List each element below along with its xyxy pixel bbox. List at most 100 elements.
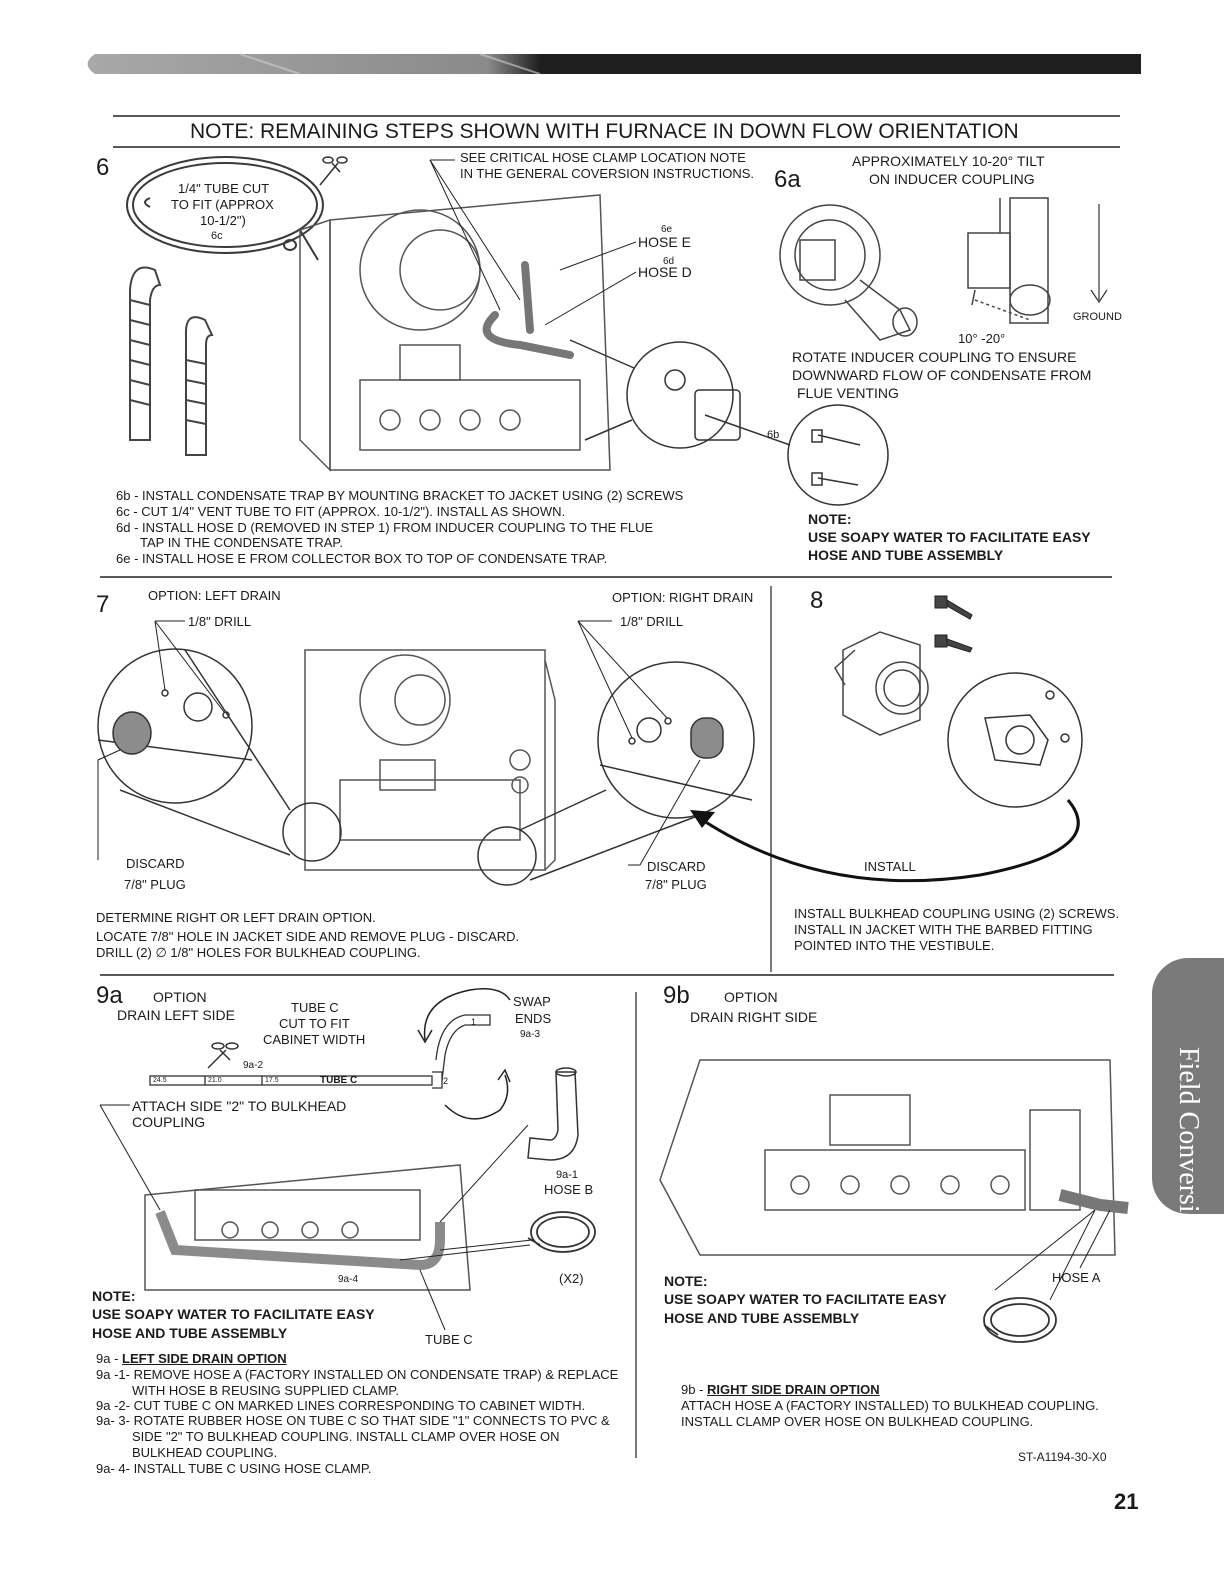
instruction-line: POINTED INTO THE VESTIBULE.: [794, 938, 995, 953]
instruction-line: LOCATE 7/8" HOLE IN JACKET SIDE AND REMO…: [96, 929, 520, 944]
discard-left-line: 7/8" PLUG: [124, 877, 186, 892]
bulkhead-coupling-drawing: [834, 631, 929, 736]
heading-text: RIGHT SIDE DRAIN OPTION: [707, 1382, 880, 1397]
tube-c-label: TUBE C: [425, 1332, 473, 1347]
drill-right-label: 1/8" DRILL: [620, 614, 684, 629]
install-label: INSTALL: [864, 859, 916, 874]
heading-prefix: 9a -: [96, 1351, 123, 1366]
screws-detail-circle: [787, 404, 889, 506]
angle-label: 10° -20°: [958, 331, 1006, 346]
cut-ref: 9a-2: [243, 1060, 264, 1071]
header-bar: [87, 54, 1141, 74]
tube-callout-line: 1/4" TUBE CUT: [178, 181, 270, 196]
right-drain-detail: [477, 661, 755, 886]
doc-code: ST-A1194-30-X0: [1018, 1450, 1107, 1464]
instruction-line: INSTALL BULKHEAD COUPLING USING (2) SCRE…: [794, 906, 1120, 921]
note-line: USE SOAPY WATER TO FACILITATE EASY: [808, 529, 1091, 545]
scissors-icon-6: [319, 156, 348, 186]
step-9b-number: 9b: [663, 982, 690, 1009]
instruction-line: 6d - INSTALL HOSE D (REMOVED IN STEP 1) …: [116, 520, 654, 535]
page-note-title: NOTE: REMAINING STEPS SHOWN WITH FURNACE…: [190, 120, 1019, 143]
page-number: 21: [1114, 1489, 1139, 1514]
note-line: USE SOAPY WATER TO FACILITATE EASY: [92, 1306, 375, 1322]
tube-c-installed: [155, 1210, 445, 1271]
hose-d-ref: 6d: [663, 256, 675, 267]
clamp-qty: (X2): [559, 1271, 584, 1286]
ground-arrow-icon: [1090, 204, 1108, 304]
instruction-line: BULKHEAD COUPLING.: [132, 1445, 278, 1460]
section-tab: [1152, 958, 1224, 1214]
step-9b-option-desc: DRAIN RIGHT SIDE: [690, 1009, 818, 1025]
install-arrow: [694, 799, 1080, 883]
left-drain-detail: [97, 648, 342, 862]
hose-e-label: HOSE E: [638, 234, 691, 250]
step-8-number: 8: [810, 587, 824, 614]
instruction-line: TAP IN THE CONDENSATE TRAP.: [140, 535, 343, 550]
note-line: HOSE AND TUBE ASSEMBLY: [92, 1325, 288, 1341]
right-drain-option: OPTION: RIGHT DRAIN: [612, 590, 754, 605]
tube-c-note-line: CABINET WIDTH: [263, 1032, 366, 1047]
instruction-line: 9a -2- CUT TUBE C ON MARKED LINES CORRES…: [96, 1398, 586, 1413]
trap-detail-circle: [569, 339, 791, 449]
step-7-number: 7: [96, 591, 110, 618]
coupling-side-drawing: [967, 197, 1051, 324]
instruction-line: DETERMINE RIGHT OR LEFT DRAIN OPTION.: [96, 910, 376, 925]
left-drain-option: OPTION: LEFT DRAIN: [148, 588, 281, 603]
furnace-drawing-6: [299, 194, 611, 472]
furnace-drawing-9a: [144, 1164, 471, 1291]
discard-left-line: DISCARD: [126, 856, 185, 871]
install-arrowhead: [690, 810, 715, 828]
tube-callout-line: TO FIT (APPROX: [171, 197, 274, 212]
left-plug: [112, 711, 152, 755]
instruction-line: 6b - INSTALL CONDENSATE TRAP BY MOUNTING…: [116, 488, 684, 503]
drill-left-label: 1/8" DRILL: [188, 614, 252, 629]
rotate-line: DOWNWARD FLOW OF CONDENSATE FROM: [792, 367, 1092, 383]
swap-ref: 9a-3: [520, 1029, 541, 1040]
furnace-drawing-7: [304, 649, 556, 871]
ruler-mark: 21.0: [208, 1077, 222, 1084]
attach-line: COUPLING: [132, 1114, 206, 1130]
tube-c-note-line: TUBE C: [291, 1000, 339, 1015]
right-plug: [690, 717, 724, 759]
furnace-drawing-9b: [659, 1059, 1116, 1256]
step-9b-heading: 9b - RIGHT SIDE DRAIN OPTION: [681, 1382, 880, 1397]
instruction-line: 9a -1- REMOVE HOSE A (FACTORY INSTALLED …: [96, 1367, 619, 1382]
heading-prefix: 9b -: [681, 1382, 708, 1397]
tilt-line: APPROXIMATELY 10-20° TILT: [852, 153, 1045, 169]
ground-label: GROUND: [1073, 311, 1122, 323]
ruler-label: TUBE C: [320, 1075, 358, 1086]
note-label: NOTE:: [808, 511, 852, 527]
hose-b-ref: 9a-1: [556, 1169, 579, 1181]
swap-line: SWAP: [513, 994, 551, 1009]
instruction-line: INSTALL CLAMP OVER HOSE ON BULKHEAD COUP…: [681, 1414, 1034, 1429]
swap-arrows: [417, 988, 511, 1120]
step-9b-option: OPTION: [724, 989, 778, 1005]
hose-e-ref: 6e: [661, 224, 673, 235]
step-6-number: 6: [96, 154, 110, 181]
hose-e-d-drawing: [129, 266, 214, 456]
tube-coil-drawing: [126, 156, 324, 261]
bracket-ref: 6b: [767, 429, 780, 441]
tube-c-note-line: CUT TO FIT: [279, 1016, 350, 1031]
instruction-line: INSTALL IN JACKET WITH THE BARBED FITTIN…: [794, 922, 1093, 937]
step-9a-heading: 9a - LEFT SIDE DRAIN OPTION: [96, 1351, 287, 1366]
note-label: NOTE:: [92, 1288, 136, 1304]
ruler-mark: 17.5: [265, 1077, 279, 1084]
install-detail-circle: [947, 672, 1083, 808]
tube-c-ruler: [149, 1014, 491, 1089]
step-6a-number: 6a: [774, 166, 801, 193]
instruction-line: SIDE "2" TO BULKHEAD COUPLING. INSTALL C…: [132, 1429, 560, 1444]
instruction-line: 6e - INSTALL HOSE E FROM COLLECTOR BOX T…: [116, 551, 608, 566]
rotate-line: ROTATE INDUCER COUPLING TO ENSURE: [792, 349, 1077, 365]
ruler-end-1: 1: [471, 1017, 477, 1027]
tube-callout-line: 10-1/2"): [200, 213, 246, 228]
hose-a-label: HOSE A: [1052, 1270, 1101, 1285]
tilt-line: ON INDUCER COUPLING: [869, 171, 1035, 187]
scissors-icon-9a: [207, 1042, 239, 1069]
hose-b-label: HOSE B: [544, 1182, 594, 1197]
step-9a-option: OPTION: [153, 989, 207, 1005]
heading-text: LEFT SIDE DRAIN OPTION: [122, 1351, 287, 1366]
note-line: HOSE AND TUBE ASSEMBLY: [808, 547, 1004, 563]
clamp-icon: [527, 1211, 596, 1253]
